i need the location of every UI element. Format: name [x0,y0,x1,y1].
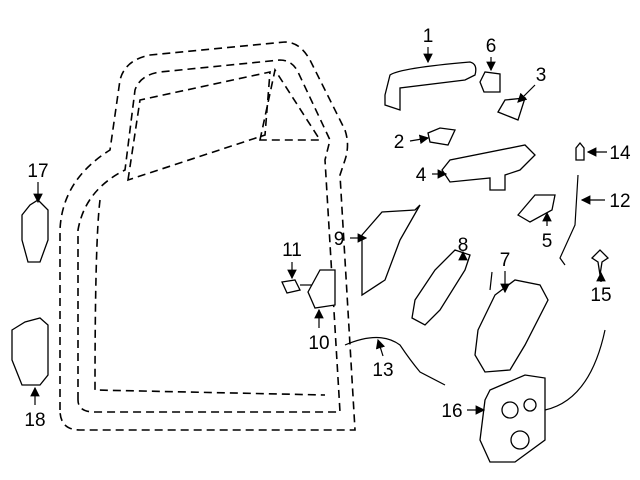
callout-1: 1 [423,26,434,47]
part-7-lock-actuator[interactable] [474,271,549,373]
callout-8: 8 [458,235,469,256]
part-8-handle-frame[interactable] [411,249,471,326]
leader-lines [30,47,607,415]
callout-10: 10 [308,333,329,354]
part-10-hinge[interactable] [307,269,336,309]
callout-15: 15 [590,285,611,306]
part-1-outer-handle[interactable] [384,61,477,111]
callout-2: 2 [394,132,405,153]
callout-5: 5 [542,231,553,252]
callout-18: 18 [24,410,45,431]
callout-16: 16 [441,401,462,422]
part-4-handle-carrier[interactable] [441,144,536,191]
callout-12: 12 [609,191,630,212]
callout-4: 4 [416,165,427,186]
part-14-clip[interactable] [575,141,585,161]
door-outline [59,41,356,431]
callout-17: 17 [27,161,48,182]
part-12-rod[interactable] [559,174,579,266]
callout-3: 3 [536,65,547,86]
part-6-handle-cap[interactable] [479,71,501,93]
part-15-grommet[interactable] [590,249,610,276]
part-2-gasket[interactable] [427,127,456,146]
callout-6: 6 [486,36,497,57]
part-3-cover[interactable] [497,97,526,121]
callout-11: 11 [282,240,302,261]
callout-labels: 1 2 3 4 5 6 7 8 9 10 11 12 13 14 15 16 1… [24,26,631,431]
callout-13: 13 [372,360,393,381]
part-17-hinge-upper[interactable] [21,199,49,263]
callout-7: 7 [500,250,511,271]
callout-9: 9 [334,229,345,250]
part-5-bracket[interactable] [517,194,556,223]
part-9-trim-bracket[interactable] [361,204,421,297]
callout-14: 14 [609,143,631,164]
part-13-cable[interactable] [344,336,446,386]
part-18-hinge-lower[interactable] [11,317,49,386]
part-16-lock-module[interactable] [479,329,606,463]
